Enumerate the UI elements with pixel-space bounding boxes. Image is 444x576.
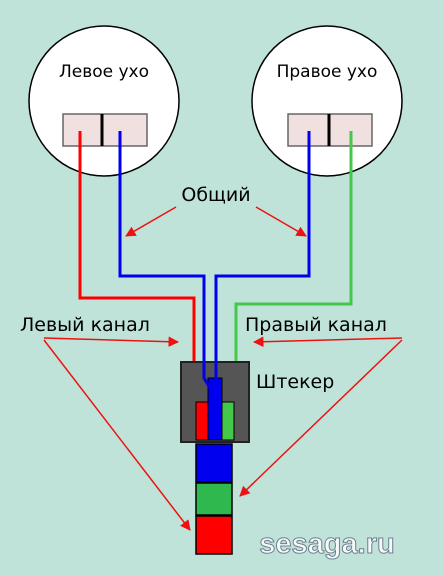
left-channel-wire [78,131,196,410]
right-channel-arrow-ring [239,339,403,497]
left-channel-label: Левый канал [20,314,150,336]
right-common-wire [214,131,311,410]
plug [180,361,250,555]
left-ear-connector [62,113,148,147]
plug-label: Штекер [256,371,334,393]
plug-right-terminal [221,401,235,441]
right-channel-label: Правый канал [245,314,387,336]
plug-tip-segment [195,515,233,555]
common-label: Общий [181,184,250,206]
right-earpiece: Правое ухо [251,25,403,177]
common-arrow-left [125,206,177,237]
right-channel-arrow-plug [252,336,403,347]
left-channel-arrow-tip [43,339,191,531]
plug-common-join-left [202,362,212,389]
plug-ring-segment [195,482,233,516]
common-arrow-right [255,206,307,237]
plug-left-terminal [195,401,209,441]
left-ear-label: Левое ухо [59,62,149,82]
left-channel-arrow-plug [43,336,180,347]
watermark: sesaga.ru [259,528,394,560]
plug-sleeve-segment [195,443,233,483]
left-earpiece: Левое ухо [28,25,180,177]
left-common-wire [118,131,206,410]
plug-common-join-right [210,362,218,389]
right-channel-wire [234,131,353,410]
right-ear-label: Правое ухо [277,62,378,82]
right-ear-circle [251,25,403,177]
left-ear-circle [28,25,180,177]
